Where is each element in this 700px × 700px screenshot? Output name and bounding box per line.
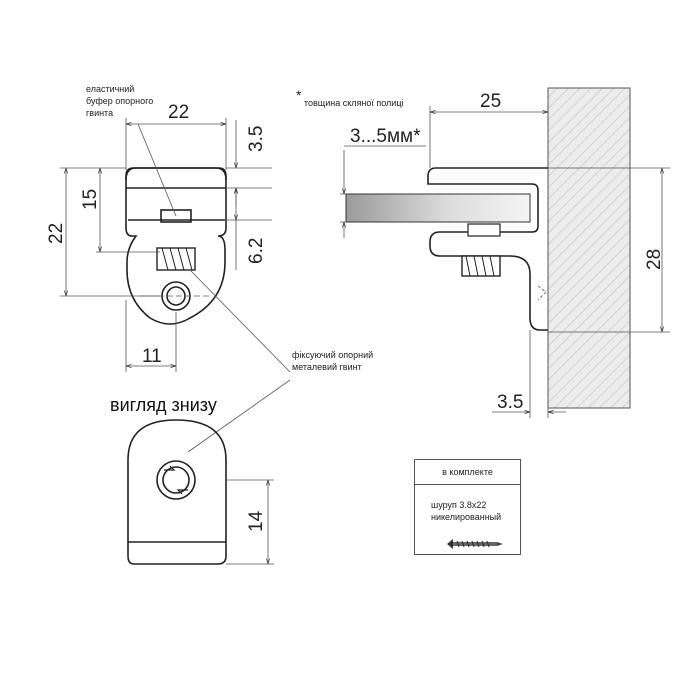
side-view: * товщина скляної полиці 25 3...5мм* 28 … [296, 87, 670, 418]
dim-lower-gap: 6.2 [246, 238, 267, 264]
support-screw [156, 247, 196, 271]
kit-line-2: никелированный [431, 512, 502, 522]
dim-depth: 25 [480, 91, 501, 112]
bracket-front-outline [125, 167, 227, 325]
dim-width: 22 [168, 102, 189, 123]
bottom-view-title: вигляд знизу [110, 395, 217, 415]
wall-section [547, 87, 631, 409]
label-buffer-2: буфер опорного [86, 96, 153, 106]
dim-bottom-height: 14 [246, 510, 267, 532]
wood-screw-icon [447, 539, 503, 549]
note-glass: товщина скляної полиці [304, 98, 403, 108]
bracket-bottom-outline [127, 419, 227, 565]
label-screw-1: фіксуючий опорний [292, 350, 373, 360]
kit-line-1: шуруп 3.8х22 [431, 500, 487, 510]
bottom-view: вигляд знизу 14 [110, 395, 274, 565]
dim-top-gap: 3.5 [246, 126, 267, 152]
bracket-front-cap [125, 167, 227, 181]
side-screw [461, 255, 501, 277]
label-screw-2: металевий гвинт [292, 362, 362, 372]
side-buffer [467, 223, 501, 237]
bracket-side-outline [427, 167, 548, 331]
screw-leader [187, 269, 291, 453]
dim-hole-offset: 11 [142, 346, 162, 367]
dim-glass: 3...5мм* [350, 126, 421, 147]
front-view: 22 3.5 6.2 15 22 11 еластичний буфер опо… [46, 84, 373, 453]
kit-header: в комплекте [415, 460, 520, 485]
dim-side-height: 28 [644, 249, 665, 270]
kit-box: в комплекте шуруп 3.8х22 никелированный [414, 459, 521, 555]
glass-shelf [345, 193, 531, 223]
dim-wall-gap: 3.5 [497, 392, 523, 413]
label-buffer-3: гвинта [86, 108, 113, 118]
buffer-leader [137, 123, 177, 217]
label-buffer-1: еластичний [86, 84, 134, 94]
dim-total-height: 22 [46, 223, 67, 244]
bottom-hole-inner [162, 466, 190, 494]
bottom-hole-outer [156, 460, 196, 500]
buffer-pad [160, 209, 192, 223]
note-star: * [296, 87, 302, 103]
dim-inner-height: 15 [80, 189, 101, 210]
